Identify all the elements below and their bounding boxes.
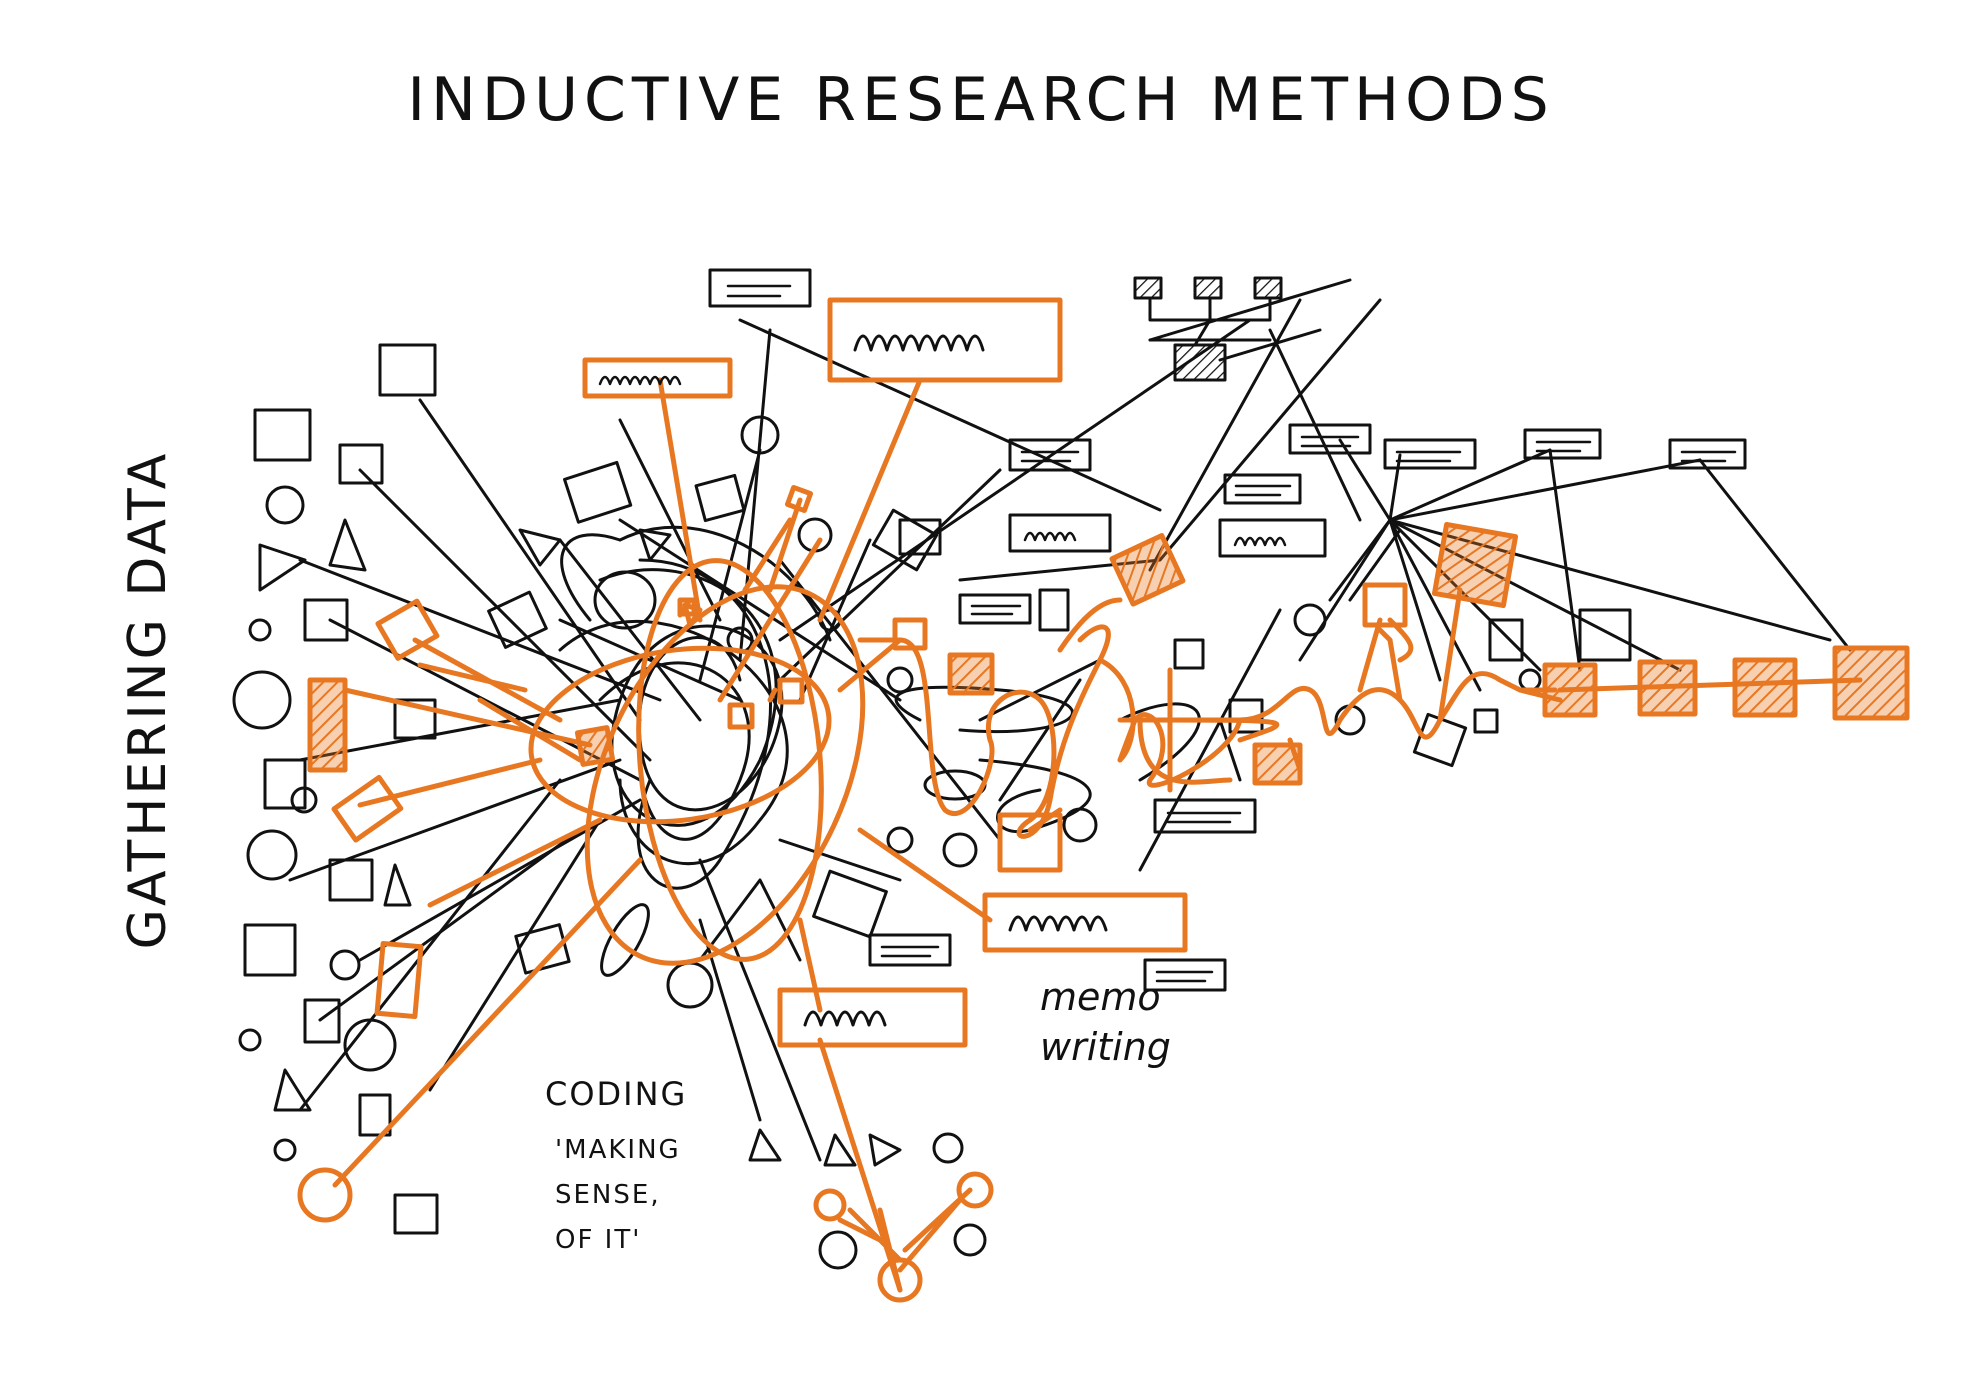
- coding-annotation-line-1: CODING: [545, 1075, 687, 1113]
- side-label-gathering-data: GATHERING DATA: [118, 451, 178, 950]
- memo-annotation-line-2: writing: [1040, 1025, 1171, 1069]
- raw-data-network: [232, 268, 1852, 1270]
- coding-annotation-line-3: SENSE,: [555, 1180, 661, 1210]
- memo-annotation-line-1: memo: [1040, 975, 1161, 1019]
- memo-annotation: memo writing: [1040, 975, 1171, 1069]
- coding-annotation-line-2: 'MAKING: [555, 1135, 681, 1165]
- coding-annotation: CODING 'MAKING SENSE, OF IT': [545, 1075, 687, 1255]
- page-title: INDUCTIVE RESEARCH METHODS: [407, 65, 1554, 135]
- coding-annotation-line-4: OF IT': [555, 1225, 641, 1255]
- coding-overlay: [297, 297, 1910, 1303]
